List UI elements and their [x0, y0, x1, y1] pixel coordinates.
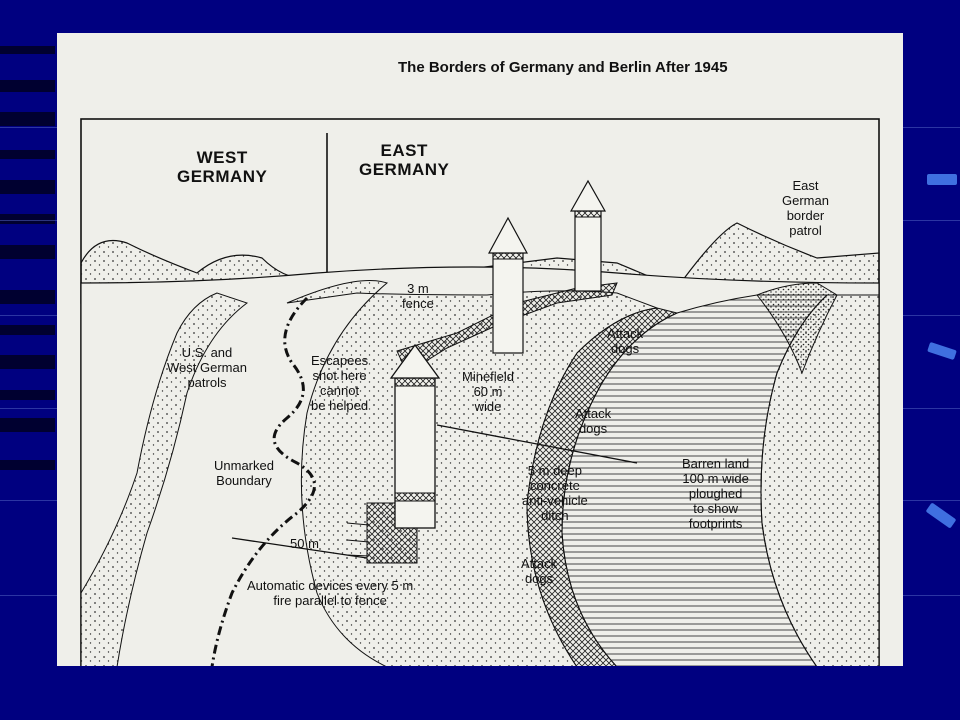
decor-bar	[0, 180, 55, 194]
diagram-title: The Borders of Germany and Berlin After …	[398, 59, 728, 76]
minefield-arrow	[436, 424, 638, 464]
device-arrow	[346, 539, 370, 543]
decor-bar	[0, 80, 55, 92]
decor-accent	[927, 174, 957, 185]
label-boundary: Unmarked Boundary	[214, 458, 274, 488]
watch-tower	[569, 179, 607, 292]
decor-bar	[0, 418, 55, 432]
label-dogs-mid: Attack dogs	[575, 406, 612, 436]
decor-bar	[0, 355, 55, 369]
decor-bar	[0, 150, 55, 159]
label-dogs-bottom: Attack dogs	[521, 556, 558, 586]
decor-accent	[925, 502, 957, 529]
decor-bar	[0, 390, 55, 400]
label-east-patrol: East German border patrol	[782, 178, 829, 238]
label-devices: Automatic devices every 5 m fire paralle…	[247, 578, 414, 608]
label-escapees: Escapees shot here cannot be helped	[311, 353, 369, 413]
decor-bar	[0, 214, 55, 224]
west-patrol-road	[80, 292, 249, 666]
decor-bar	[0, 46, 55, 54]
decor-bar	[0, 460, 55, 470]
distance-arrow	[231, 537, 368, 559]
label-us-patrols: U.S. and West German patrols	[167, 345, 247, 390]
east-band	[756, 282, 838, 375]
decor-accent	[927, 341, 957, 361]
label-dogs-top: Attack dogs	[607, 326, 644, 356]
label-west-germany: WEST GERMANY	[177, 148, 268, 186]
decor-bar	[0, 290, 55, 304]
label-ditch: 5 m deep concrete anti-vehicle ditch	[522, 463, 588, 523]
unmarked-boundary	[210, 296, 316, 666]
decor-bar	[0, 112, 55, 126]
watch-tower	[389, 343, 441, 529]
label-east-germany: EAST GERMANY	[359, 141, 450, 179]
label-fence: 3 m fence	[402, 281, 434, 311]
label-minefield: Minefield 60 m wide	[462, 369, 515, 414]
label-barren: Barren land 100 m wide ploughed to show …	[682, 456, 750, 531]
decor-bar	[0, 325, 55, 335]
label-distance: 50 m	[290, 536, 319, 551]
device-arrow	[346, 522, 370, 526]
border-illustration	[80, 118, 880, 666]
watch-tower	[487, 216, 529, 354]
device-arrow	[346, 554, 370, 557]
decor-bar	[0, 245, 55, 259]
border-diagram: The Borders of Germany and Berlin After …	[57, 33, 903, 666]
